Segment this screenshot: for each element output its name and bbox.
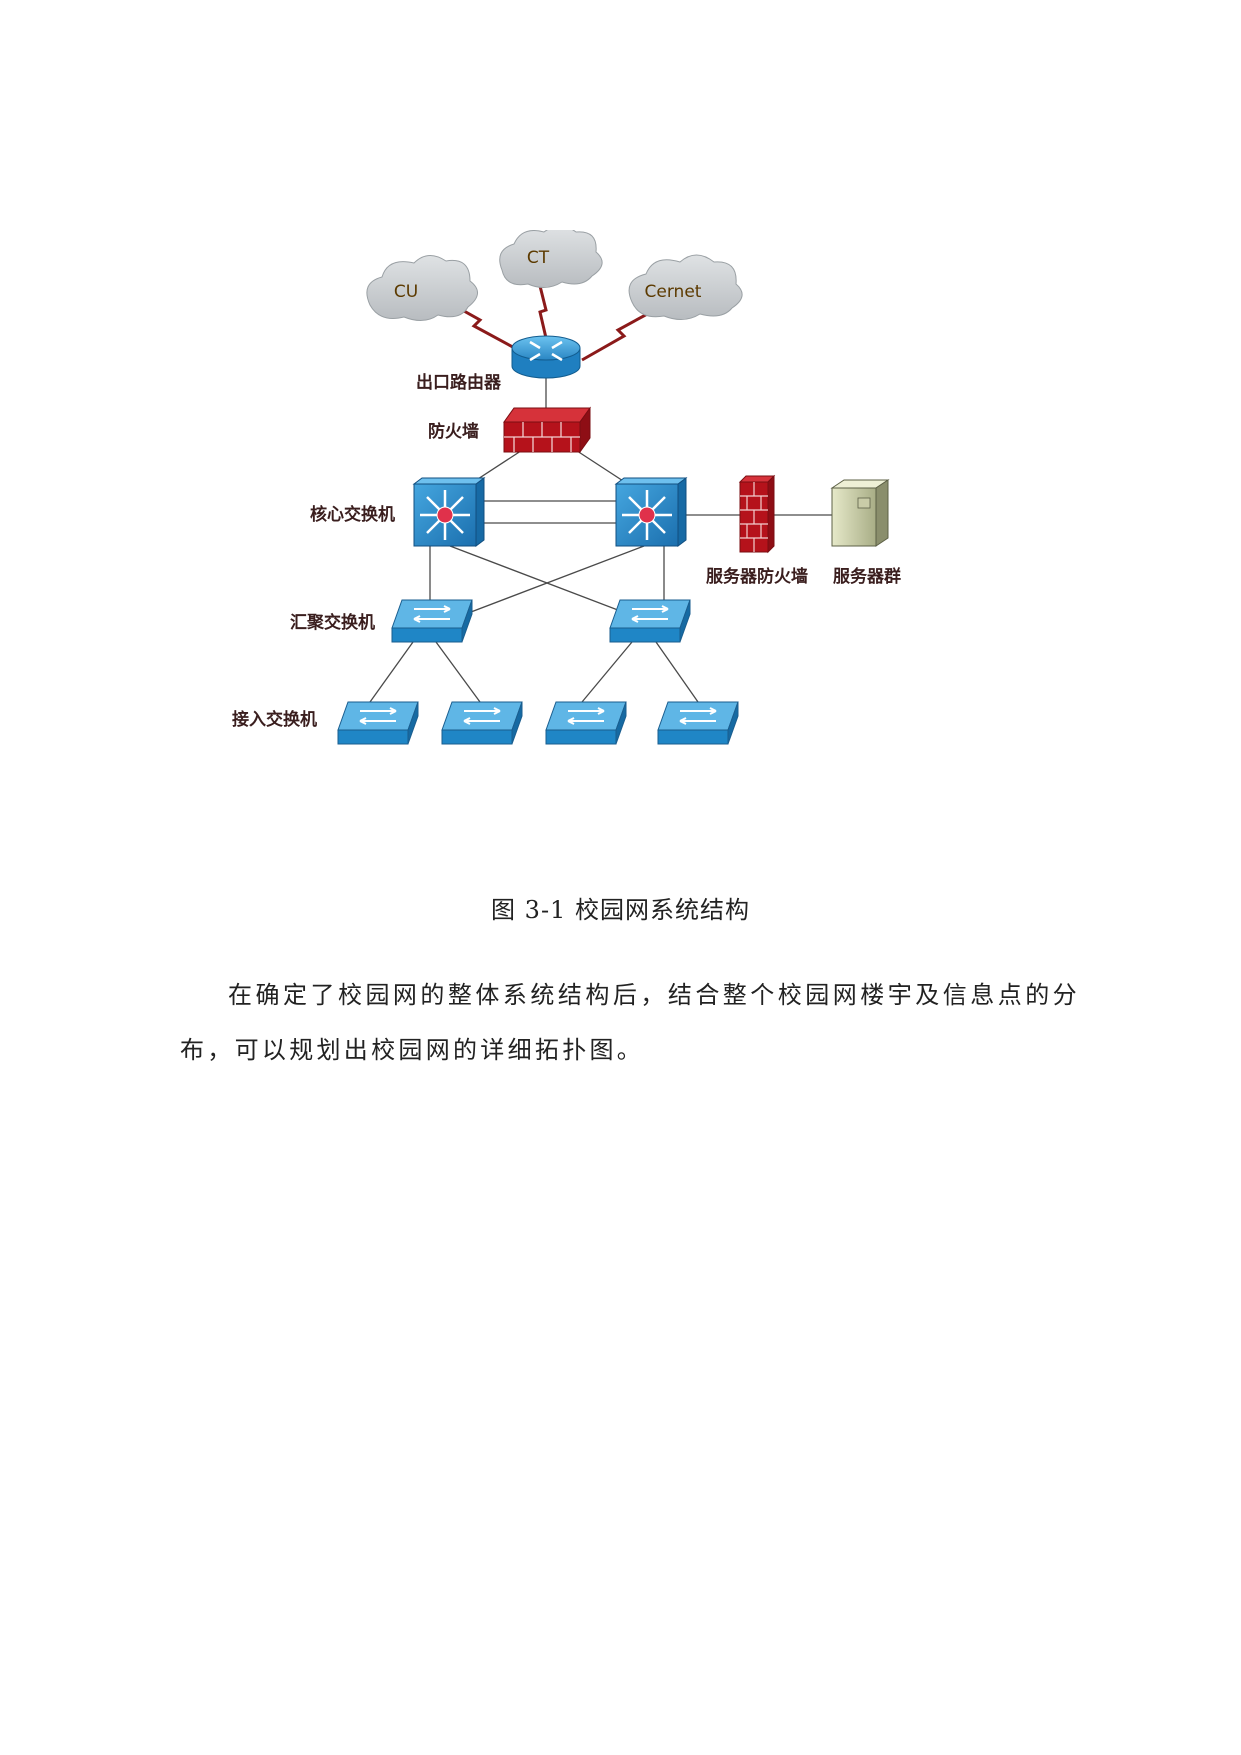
access-switch-icon xyxy=(441,701,523,745)
cloud-ct: CT xyxy=(499,230,603,288)
body-paragraph: 在确定了校园网的整体系统结构后，结合整个校园网楼宇及信息点的分布，可以规划出校园… xyxy=(180,981,1080,1064)
server-firewall-icon xyxy=(738,474,776,554)
server-firewall-label: 服务器防火墙 xyxy=(706,566,808,587)
core-switch-label: 核心交换机 xyxy=(310,504,395,525)
access-switch-icon xyxy=(337,701,419,745)
router-icon xyxy=(511,335,581,379)
campus-network-diagram: CU CT Cernet 出口路由器 xyxy=(232,230,901,745)
aggregation-switch-icon xyxy=(609,599,691,643)
aggregation-switch-label: 汇聚交换机 xyxy=(290,612,375,633)
cloud-label: CU xyxy=(394,282,418,302)
servers-label: 服务器群 xyxy=(833,566,901,587)
access-switch-label: 接入交换机 xyxy=(232,709,317,730)
firewall-icon xyxy=(503,406,591,454)
firewall-label: 防火墙 xyxy=(428,421,479,442)
core-switch-icon xyxy=(412,476,486,548)
core-switch-icon xyxy=(614,476,688,548)
aggregation-switch-icon xyxy=(391,599,473,643)
server-icon xyxy=(830,479,890,547)
access-switch-icon xyxy=(657,701,739,745)
cloud-label: CT xyxy=(527,248,550,268)
access-switch-icon xyxy=(545,701,627,745)
cloud-cu: CU xyxy=(366,255,478,321)
router-label: 出口路由器 xyxy=(416,372,502,393)
cloud-cernet: Cernet xyxy=(628,254,743,320)
figure-caption: 图 3-1 校园网系统结构 xyxy=(491,896,750,924)
cloud-label: Cernet xyxy=(645,282,702,302)
